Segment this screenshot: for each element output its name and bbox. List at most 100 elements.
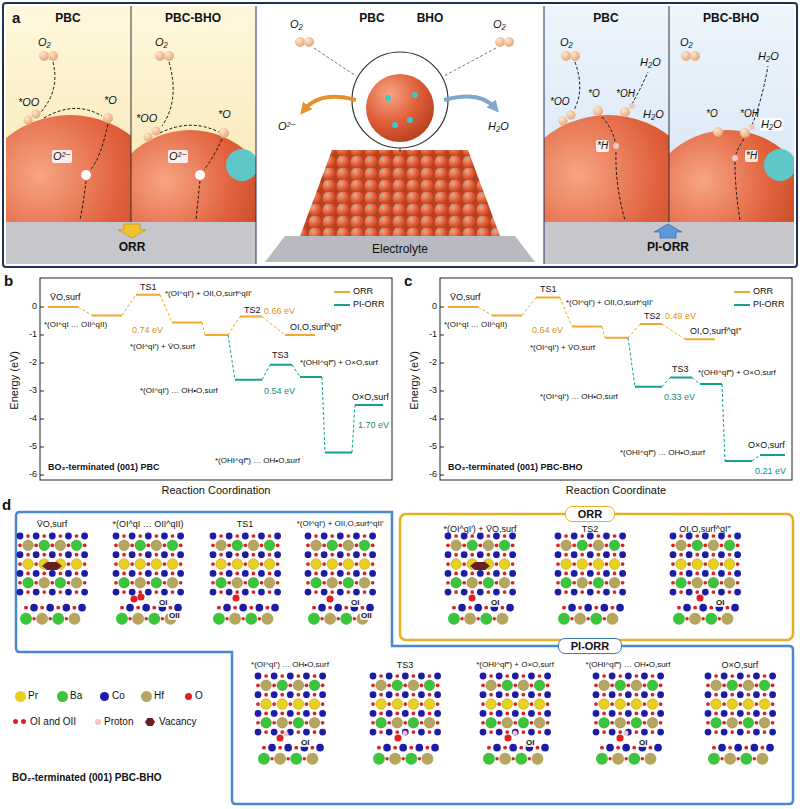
axis-tick: -3 bbox=[429, 385, 437, 395]
axis-tick: -4 bbox=[29, 413, 37, 423]
atom-label: OI bbox=[300, 738, 310, 747]
axis-tick: -4 bbox=[429, 413, 437, 423]
axis-tick: -6 bbox=[429, 469, 437, 479]
barrier-value: 1.70 eV bbox=[358, 420, 389, 430]
axis-tick: -2 bbox=[29, 357, 37, 367]
note-label: Electrolyte bbox=[372, 243, 428, 257]
species-label: O₂ bbox=[680, 36, 693, 49]
atom-label: OI bbox=[638, 738, 648, 747]
state-label: TS1 bbox=[140, 282, 157, 292]
axis-tick: 0 bbox=[32, 301, 37, 311]
legend-label: Vacancy bbox=[159, 716, 197, 728]
legend-label: O bbox=[195, 690, 203, 702]
panel-letter: b bbox=[4, 272, 13, 289]
state-label: *(OI^qI′) + OII,O,surf^qII′ bbox=[165, 289, 252, 298]
barrier-value: 0.33 eV bbox=[664, 392, 695, 402]
legend-swatch bbox=[100, 692, 109, 701]
atom-label: OI bbox=[525, 738, 535, 747]
axis-tick: 0 bbox=[432, 301, 437, 311]
atom-label: OI bbox=[715, 598, 725, 607]
legend-label: ORR bbox=[753, 286, 773, 296]
axis-title: Reaction Coordinate bbox=[566, 484, 666, 497]
state-label: TS2 bbox=[644, 311, 661, 321]
state-label: *(OI^qI … OII^qII) bbox=[444, 320, 507, 329]
state-label: V̈O,surf bbox=[37, 519, 68, 529]
state-label: OI,O,surf^qI″ bbox=[290, 322, 341, 332]
state-label: *(OI^qI′) + OII,O,surf^qII′ bbox=[297, 519, 384, 528]
panel-letter: a bbox=[12, 9, 20, 26]
state-label: *(OHI^qI‴) + O×O,surf bbox=[476, 660, 554, 669]
species-label: *O bbox=[218, 108, 231, 121]
atom-label: OI bbox=[158, 598, 168, 607]
state-label: OI,O,surf^qI″ bbox=[690, 326, 741, 336]
axis-tick: -3 bbox=[29, 385, 37, 395]
species-label: *OO bbox=[136, 112, 157, 125]
panel-heading: PBC bbox=[593, 12, 618, 26]
state-label: TS1 bbox=[540, 284, 557, 294]
legend-dot bbox=[21, 719, 26, 724]
species-label: *OH bbox=[616, 88, 635, 100]
atom-label: OI bbox=[490, 598, 500, 607]
panel-letter: d bbox=[2, 496, 11, 513]
state-label: TS3 bbox=[397, 660, 414, 670]
state-label: *(OI^qI′) + V̈O,surf bbox=[130, 342, 195, 351]
legend-swatch bbox=[13, 719, 27, 725]
state-label: *(OI^qI … OII^qII) bbox=[44, 320, 107, 329]
species-label: H₂O bbox=[643, 108, 664, 121]
section-tag: ORR bbox=[565, 506, 615, 522]
legend-label: Pr bbox=[28, 690, 38, 702]
note-label: BO₂-terminated (001) PBC bbox=[48, 462, 160, 472]
state-label: *(OHI^qI‴) + O×O,surf bbox=[300, 358, 378, 367]
species-label: *O bbox=[706, 108, 718, 120]
state-label: *(OI^qI′) + V̈O,surf bbox=[443, 524, 516, 534]
state-label: *(OHI^qI‴) + O×O,surf bbox=[698, 368, 776, 377]
tag-text: ORR bbox=[578, 508, 602, 520]
species-label: O₂ bbox=[493, 18, 506, 31]
axis-tick: -6 bbox=[29, 469, 37, 479]
state-label: *(OHI^qI‴) … OH•O,surf bbox=[215, 456, 300, 465]
species-label: *O bbox=[588, 88, 600, 100]
panel-heading: PBC-BHO bbox=[703, 12, 759, 26]
axis-tick: -5 bbox=[429, 441, 437, 451]
state-label: *(OI^qI′) … OH•O,surf bbox=[140, 386, 218, 395]
species-label: H₂O bbox=[488, 120, 509, 133]
species-label: *H bbox=[596, 140, 609, 152]
species-label: O₂ bbox=[155, 36, 168, 49]
legend-label: Proton bbox=[104, 716, 133, 728]
atom-label: OI bbox=[350, 598, 360, 607]
legend-label: ORR bbox=[353, 286, 373, 296]
state-label: *(OI^qI′) + V̈O,surf bbox=[530, 343, 595, 352]
panel-heading: PBC-BHO bbox=[165, 12, 221, 26]
species-label: O²⁻ bbox=[168, 150, 188, 163]
panel-heading: PI-ORR bbox=[647, 241, 689, 255]
legend-swatch bbox=[95, 719, 101, 725]
species-label: H₂O bbox=[760, 118, 783, 131]
barrier-value: 0.21 eV bbox=[755, 466, 786, 476]
state-label: TS3 bbox=[272, 350, 289, 360]
axis-title: Energy (eV) bbox=[408, 351, 421, 410]
state-label: *(OI^qI′) … OH•O,surf bbox=[540, 392, 618, 401]
panel-heading: BHO bbox=[417, 12, 444, 26]
state-label: *(OI^qI′) … OH•O,surf bbox=[251, 660, 329, 669]
legend-label: Co bbox=[112, 690, 125, 702]
species-label: *OO bbox=[18, 96, 39, 109]
species-label: O₂ bbox=[38, 36, 51, 49]
axis-tick: -5 bbox=[29, 441, 37, 451]
panel-heading: PBC bbox=[55, 12, 80, 26]
state-label: O×O,surf bbox=[748, 440, 785, 450]
axis-tick: -1 bbox=[429, 329, 437, 339]
state-label: TS2 bbox=[244, 305, 261, 315]
section-tag: PI-ORR bbox=[558, 638, 623, 654]
state-label: O×O,surf bbox=[352, 392, 389, 402]
note-label: BO₂-terminated (001) PBC-BHO bbox=[448, 462, 583, 472]
legend-swatch bbox=[145, 718, 155, 726]
species-label: H₂O bbox=[640, 56, 661, 69]
state-label: V̈O,surf bbox=[450, 292, 481, 302]
note-label: BO₂-terminated (001) PBC-BHO bbox=[12, 772, 161, 784]
state-label: *(OHI^qI‴) … OH•O,surf bbox=[586, 660, 671, 669]
legend-label: PI-ORR bbox=[353, 299, 385, 309]
atom-label: OII bbox=[360, 611, 373, 620]
axis-title: Reaction Coordination bbox=[162, 484, 271, 497]
legend-dot bbox=[13, 719, 18, 724]
